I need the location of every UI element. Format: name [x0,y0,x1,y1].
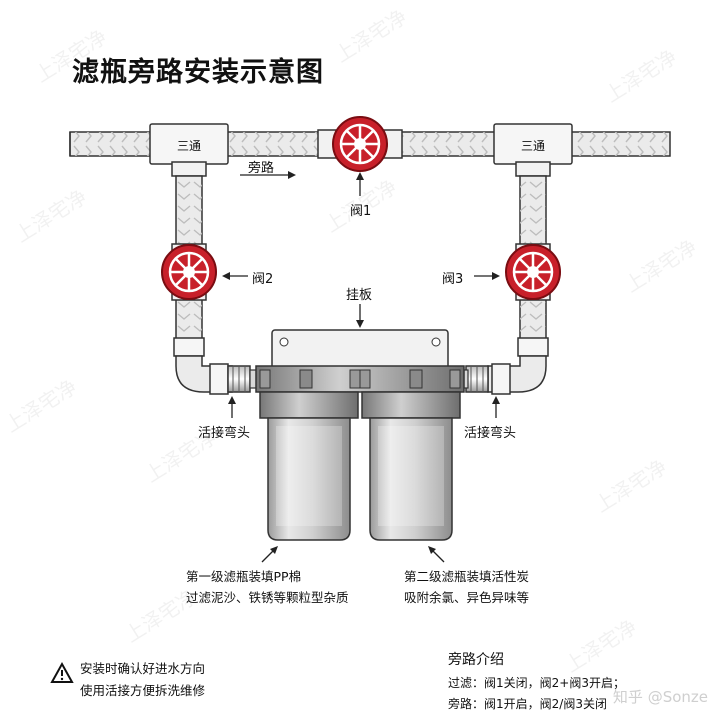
warning-line2: 使用活接方便拆洗维修 [80,683,206,698]
stage2-line1: 第二级滤瓶装填活性炭 [404,569,530,584]
bypass-intro: 旁路介绍 过滤：阀1关闭，阀2+阀3开启； 旁路：阀1开启，阀2/阀3关闭 [448,650,625,715]
valve2-label: 阀2 [252,272,274,287]
elbow-right-label: 活接弯头 [464,426,517,441]
valve1-label: 阀1 [350,204,372,219]
bypass-intro-line2: 旁路：阀1开启，阀2/阀3关闭 [448,697,607,711]
bypass-intro-title: 旁路介绍 [448,652,504,668]
warning-note: 安装时确认好进水方向 使用活接方便拆洗维修 [80,658,205,702]
valve3-handwheel [504,243,562,301]
warning-line1: 安装时确认好进水方向 [80,661,206,676]
valve3-label: 阀3 [442,272,464,287]
filter-housing-2 [361,391,461,541]
valve1-handwheel [331,115,389,173]
tee-right-label: 三通 [521,139,546,153]
stage1-line1: 第一级滤瓶装填PP棉 [186,569,302,584]
stage1-note: 第一级滤瓶装填PP棉 过滤泥沙、铁锈等颗粒型杂质 [186,566,349,608]
elbow-left-label: 活接弯头 [198,426,251,441]
stage1-line2: 过滤泥沙、铁锈等颗粒型杂质 [186,590,349,605]
page-title: 滤瓶旁路安装示意图 [72,57,324,88]
stage2-line2: 吸附余氯、异色异味等 [404,590,530,605]
bypass-intro-line1: 过滤：阀1关闭，阀2+阀3开启； [448,676,625,690]
bracket-label: 挂板 [346,288,373,303]
source-credit: 知乎 @Sonze [612,688,708,706]
filter-housing-1 [259,391,359,541]
warning-icon [50,661,74,683]
tee-left-label: 三通 [177,139,202,153]
stage2-note: 第二级滤瓶装填活性炭 吸附余氯、异色异味等 [404,566,529,608]
valve2-handwheel [160,243,218,301]
bypass-label: 旁路 [248,161,275,176]
